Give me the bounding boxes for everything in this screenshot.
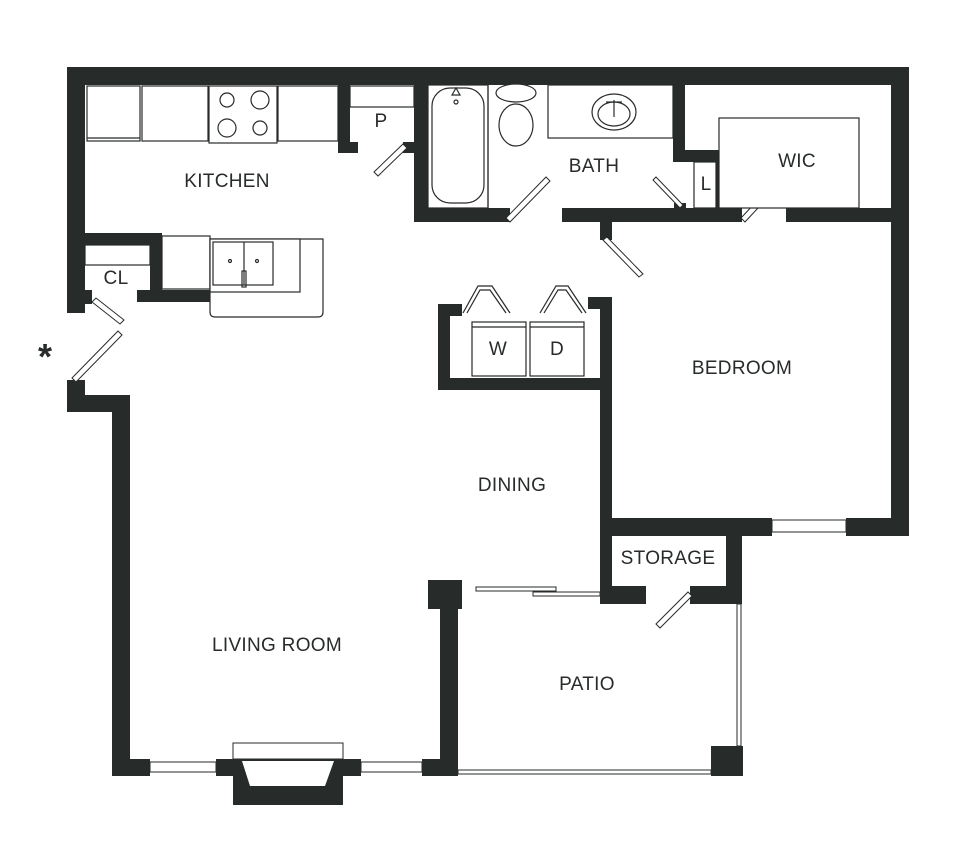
toilet-tank (495, 83, 537, 103)
dryer (529, 321, 585, 377)
room-label-washer: W (488, 339, 508, 360)
closet-shelf (84, 244, 151, 266)
dishwasher (161, 235, 211, 290)
pantry-shelf (349, 85, 415, 108)
entry-door-upper (91, 297, 125, 325)
bath-fixtures (427, 83, 860, 209)
room-label-patio: PATIO (559, 674, 615, 695)
room-label-dining: DINING (477, 475, 547, 496)
room-label-bath: BATH (568, 156, 620, 177)
room-label-dryer: D (549, 339, 565, 360)
linen-shelf (693, 161, 717, 209)
kitchen-fixtures (84, 85, 415, 318)
room-label-pantry: P (374, 111, 388, 132)
entry-marker-icon: * (37, 336, 53, 377)
room-label-storage: STORAGE (620, 548, 716, 569)
refrigerator (86, 85, 141, 142)
room-label-closet: CL (103, 268, 129, 289)
counter (141, 85, 209, 142)
washer (471, 321, 527, 377)
room-label-wic: WIC (778, 151, 816, 172)
windows (149, 519, 847, 775)
doors (71, 143, 773, 629)
toilet-bowl (498, 103, 534, 147)
room-label-bedroom: BEDROOM (691, 358, 793, 379)
bathtub (431, 87, 485, 204)
laundry-fixtures (471, 321, 585, 377)
entry-door-lower (71, 330, 123, 383)
room-label-linen: L (700, 174, 712, 195)
room-label-kitchen: KITCHEN (184, 171, 270, 192)
room-label-living-room: LIVING ROOM (212, 635, 342, 656)
sink (212, 241, 274, 286)
